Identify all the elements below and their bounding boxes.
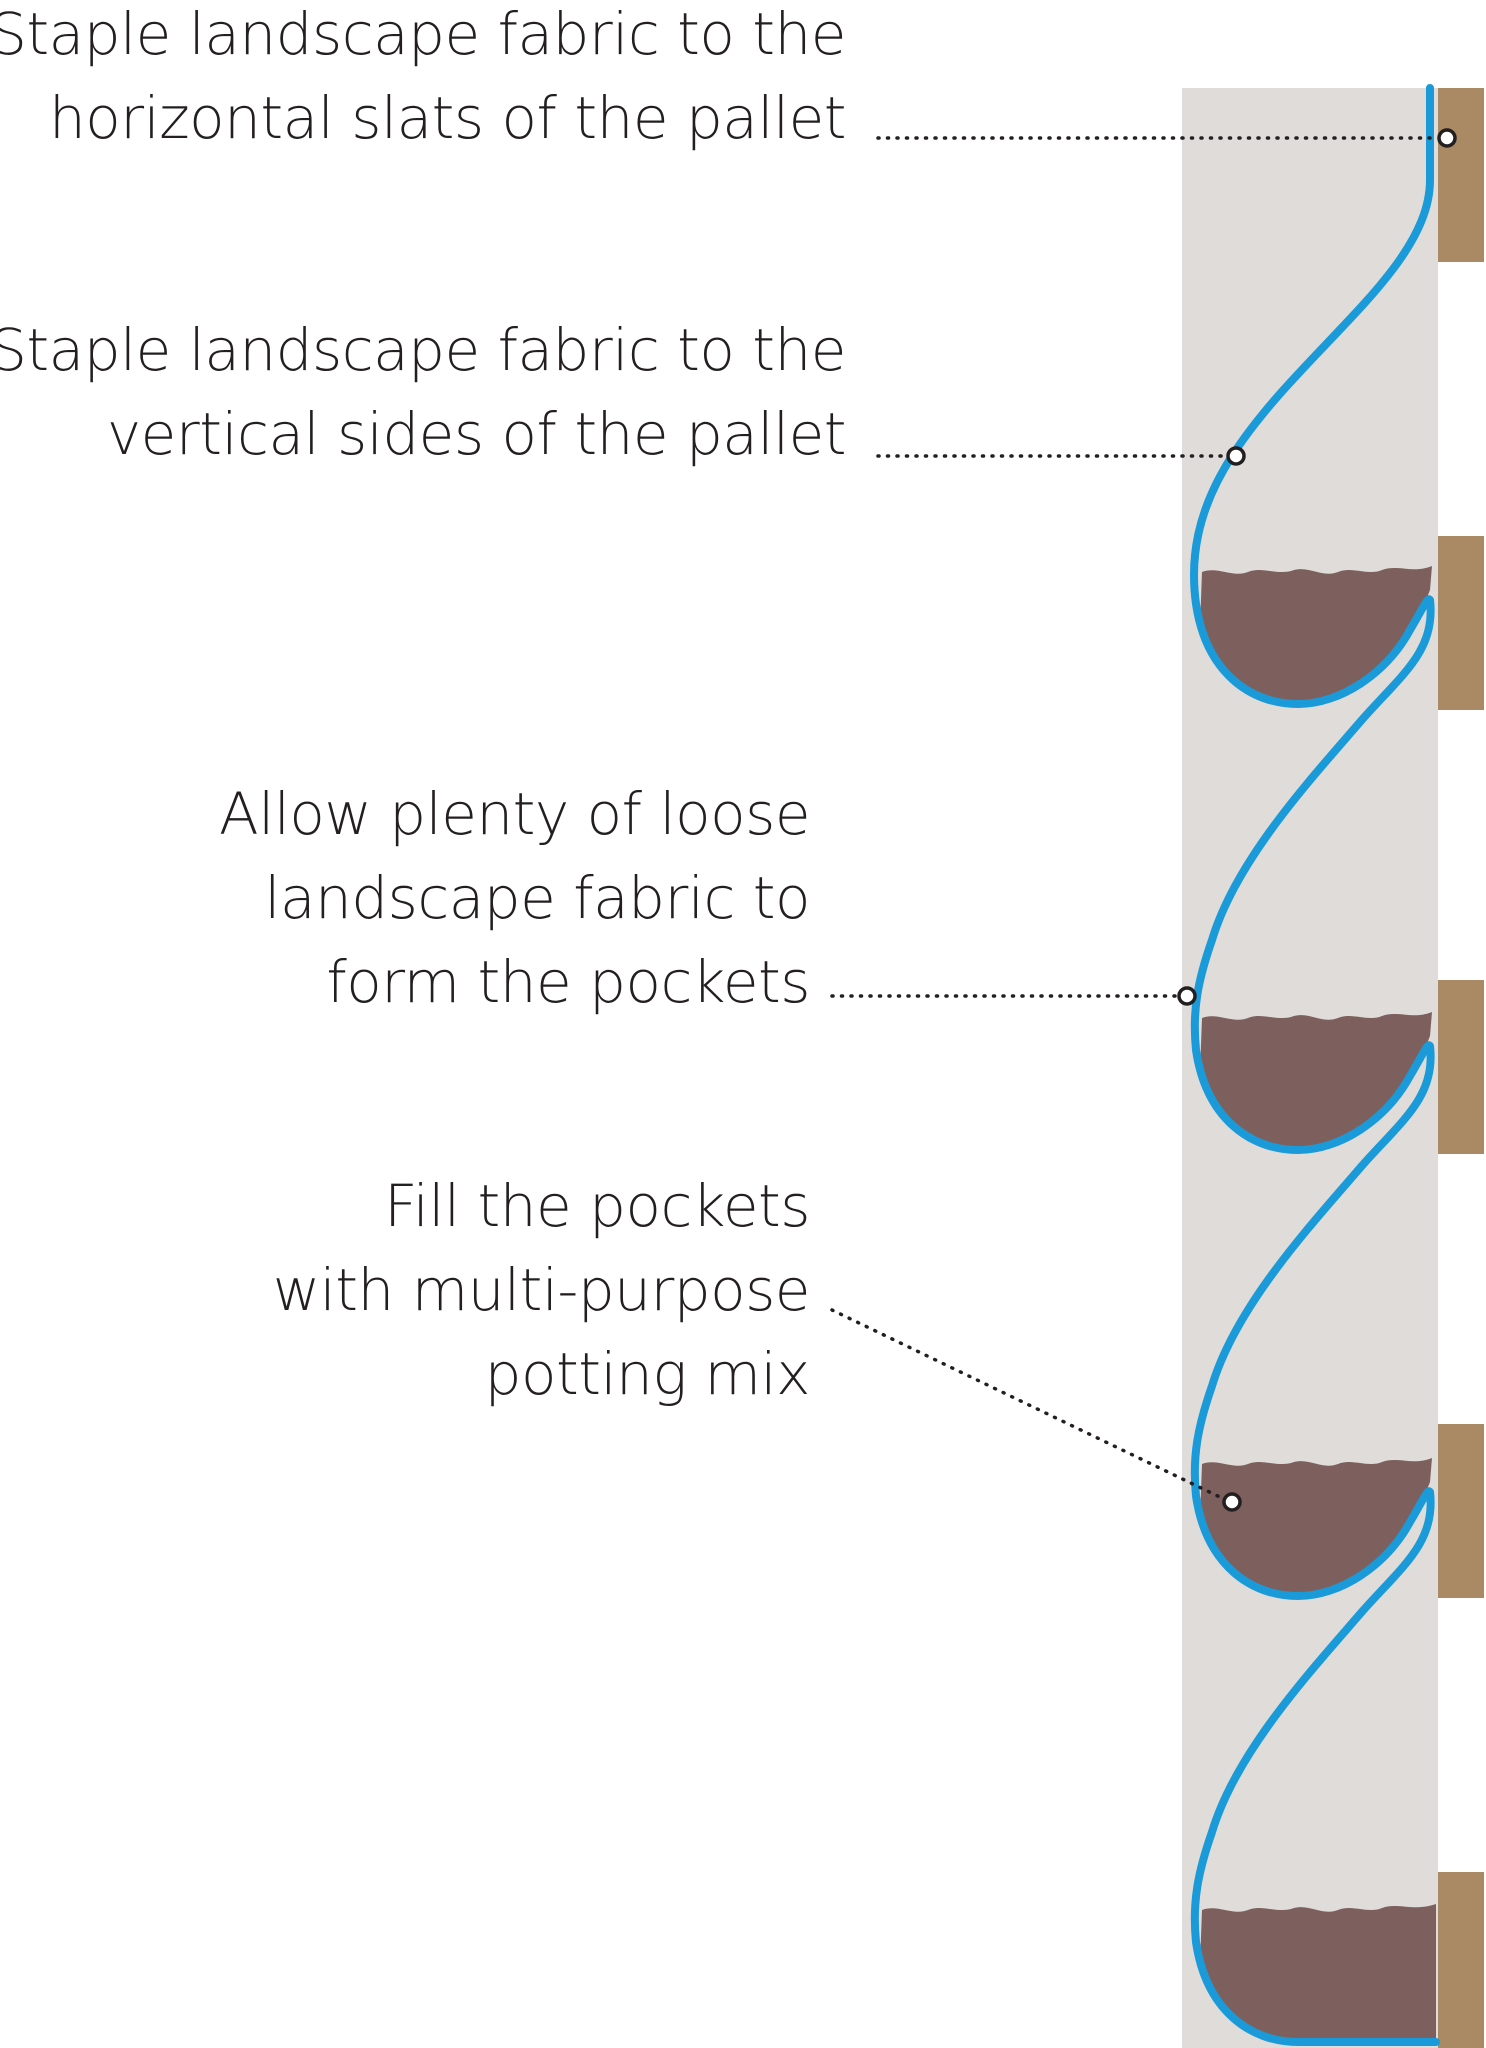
staple-point-slat bbox=[1437, 128, 1457, 148]
callout-line: form the pockets bbox=[326, 948, 810, 1016]
callout-line: landscape fabric to bbox=[264, 864, 810, 932]
callout-line: Fill the pockets bbox=[384, 1172, 810, 1240]
soil-pocket-4 bbox=[1200, 1904, 1436, 2040]
slat-1 bbox=[1438, 88, 1484, 262]
callout-line: Staple landscape fabric to the bbox=[0, 316, 846, 384]
potting-mix-fill bbox=[1200, 566, 1436, 2040]
soil-pocket-3 bbox=[1200, 1458, 1432, 1594]
horizontal-slats bbox=[1438, 88, 1484, 2048]
callout-line: potting mix bbox=[484, 1340, 811, 1408]
callout-loose-fabric: Allow plenty of loose landscape fabric t… bbox=[219, 772, 810, 1024]
leader-lines bbox=[830, 136, 1440, 1502]
callout-potting-mix: Fill the pockets with multi-purpose pott… bbox=[272, 1164, 811, 1416]
callout-line: Allow plenty of loose bbox=[219, 780, 810, 848]
callout-line: Staple landscape fabric to the bbox=[0, 0, 846, 68]
callout-line: vertical sides of the pallet bbox=[106, 400, 847, 468]
soil-pocket-1 bbox=[1200, 566, 1432, 702]
potting-mix-point bbox=[1222, 1492, 1242, 1512]
loose-fabric-point bbox=[1177, 986, 1197, 1006]
callout-staple-sides: Staple landscape fabric to the vertical … bbox=[0, 308, 846, 476]
callout-line: horizontal slats of the pallet bbox=[49, 84, 846, 152]
slat-5 bbox=[1438, 1872, 1484, 2048]
target-markers bbox=[1177, 128, 1457, 1512]
callout-staple-slats: Staple landscape fabric to the horizonta… bbox=[0, 0, 846, 160]
slat-2 bbox=[1438, 536, 1484, 710]
staple-point-side bbox=[1226, 446, 1246, 466]
landscape-fabric bbox=[1189, 84, 1440, 2046]
soil-pocket-2 bbox=[1200, 1012, 1432, 1148]
slat-4 bbox=[1438, 1424, 1484, 1598]
leader-line-4 bbox=[830, 1308, 1228, 1502]
callout-line: with multi-purpose bbox=[272, 1256, 811, 1324]
slat-3 bbox=[1438, 980, 1484, 1154]
